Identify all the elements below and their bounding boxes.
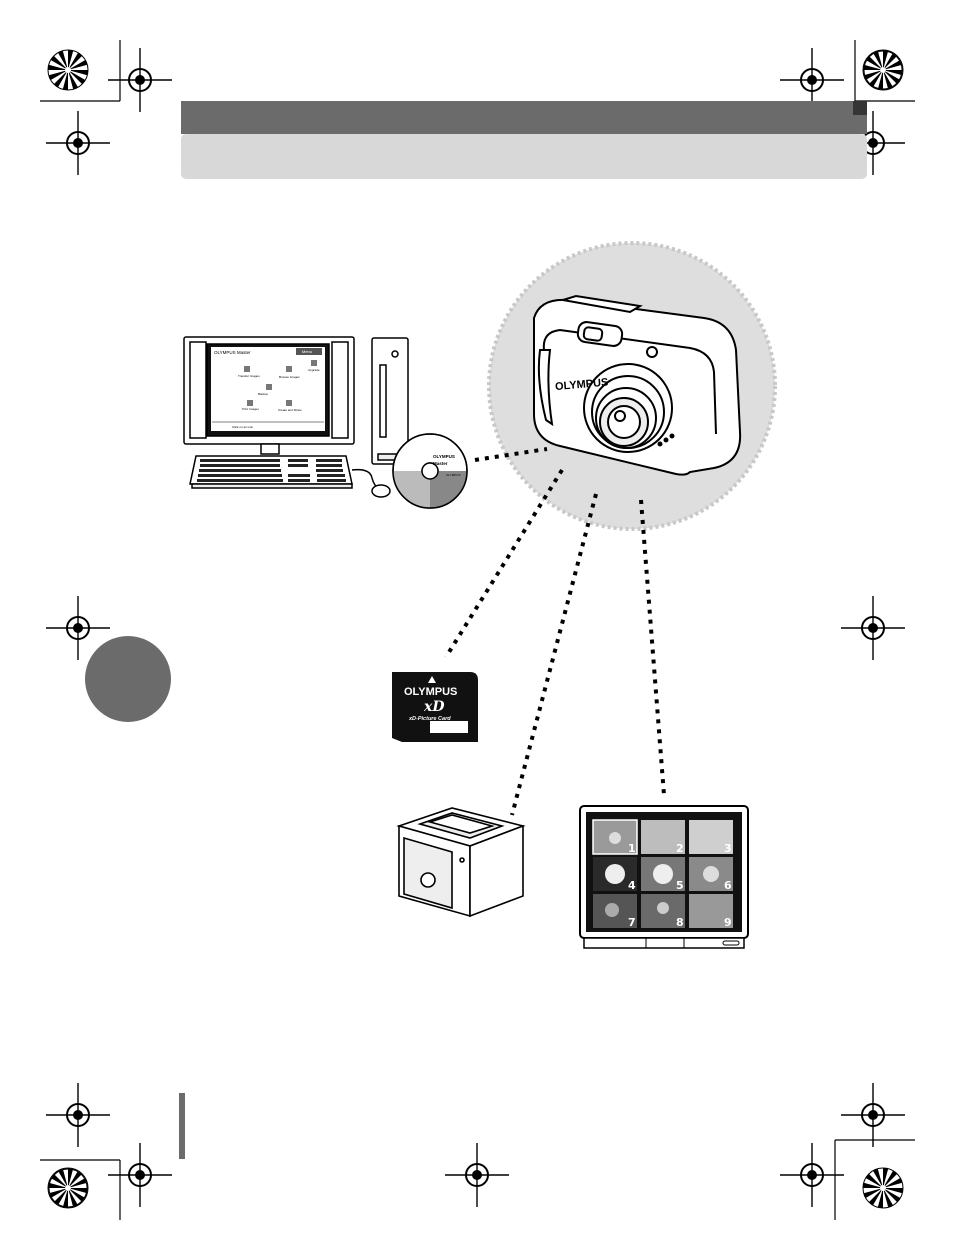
card-logo: OLYMPUS bbox=[404, 686, 457, 698]
cd-label-line2: Master bbox=[433, 461, 448, 466]
tv-thumb-number-8: 8 bbox=[676, 916, 684, 929]
tv-thumb-number-6: 6 bbox=[724, 879, 732, 892]
tv-thumb-number-2: 2 bbox=[676, 842, 684, 855]
cd-label-small: OLYMPUS bbox=[446, 473, 460, 477]
printer-illustration bbox=[399, 808, 523, 916]
section-tab bbox=[85, 636, 171, 722]
page-subtitle bbox=[195, 143, 835, 169]
screen-menu-button: Menu bbox=[302, 349, 312, 354]
card-name: xD-Picture Card bbox=[408, 716, 451, 722]
sunburst-mark-br bbox=[863, 1168, 903, 1208]
card-format: xD bbox=[423, 699, 445, 715]
link-printer bbox=[512, 494, 596, 815]
screen-icon-label-5: Backup bbox=[258, 392, 268, 396]
page-number-bar bbox=[179, 1093, 185, 1159]
sunburst-mark-bl bbox=[48, 1168, 88, 1208]
tv-thumbnail-grid bbox=[593, 820, 733, 928]
tv-thumb-number-4: 4 bbox=[628, 879, 636, 892]
screen-icon-label-6: Upgrade bbox=[308, 368, 320, 372]
screen-icon-label-4: Print Images bbox=[242, 407, 259, 411]
tv-thumb-number-3: 3 bbox=[724, 842, 732, 855]
screen-status-text: Click on an icon bbox=[232, 425, 254, 429]
screen-icon-label-1: Transfer Images bbox=[238, 374, 260, 378]
header-title-bar-corner bbox=[853, 101, 867, 115]
tv-thumb-number-7: 7 bbox=[628, 916, 636, 929]
computer-illustration bbox=[184, 337, 467, 508]
screen-app-title: OLYMPUS Master bbox=[214, 350, 251, 355]
crop-marks bbox=[40, 40, 915, 1220]
sunburst-mark-tr bbox=[863, 50, 903, 90]
cd-label-line1: OLYMPUS bbox=[433, 454, 455, 459]
link-card bbox=[446, 470, 562, 657]
screen-icon-label-3: Create and Share bbox=[278, 408, 302, 412]
sunburst-mark-tl bbox=[48, 50, 88, 90]
tv-thumb-number-5: 5 bbox=[676, 879, 684, 892]
page-title bbox=[195, 106, 835, 130]
link-tv bbox=[641, 500, 664, 795]
screen-icon-label-2: Browse Images bbox=[279, 375, 300, 379]
tv-thumb-number-1: 1 bbox=[628, 842, 636, 855]
tv-thumb-number-9: 9 bbox=[724, 916, 732, 929]
registration-marks bbox=[46, 48, 905, 1207]
